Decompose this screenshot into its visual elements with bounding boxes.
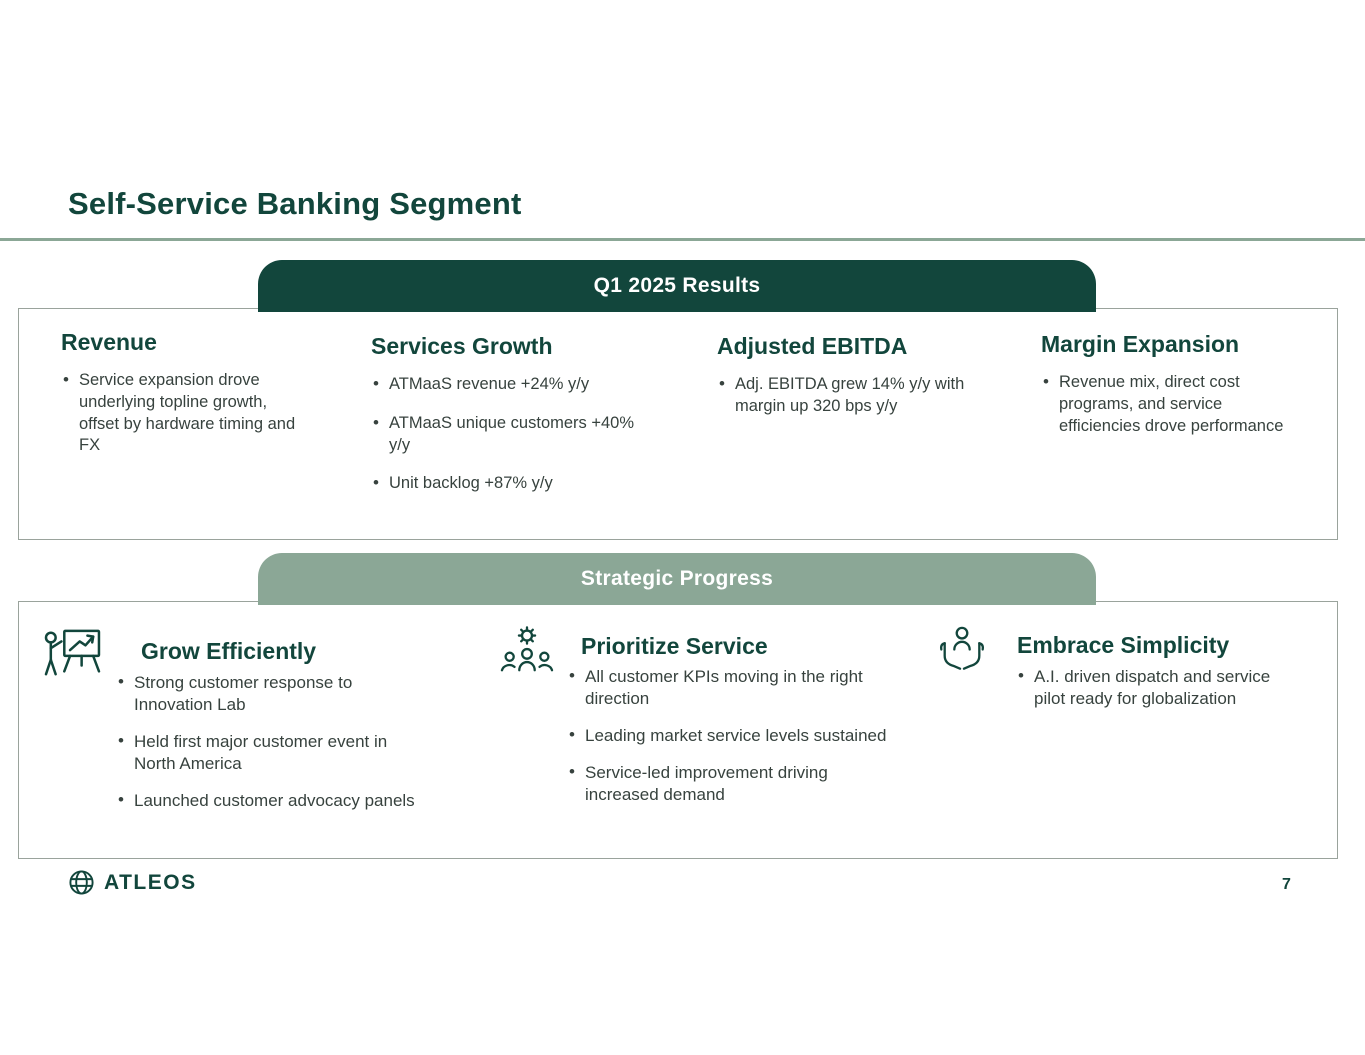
embrace-simplicity-bullets: A.I. driven dispatch and service pilot r… [1016,665,1276,725]
bullet-item: Leading market service levels sustained [567,724,897,747]
results-heading-adjusted-ebitda: Adjusted EBITDA [717,333,908,359]
progress-banner-label: Strategic Progress [580,567,774,590]
atleos-logo-text: ATLEOS [104,870,197,894]
results-heading-services-growth: Services Growth [371,333,553,359]
progress-banner: Strategic Progress [258,553,1096,605]
results-banner: Q1 2025 Results [258,260,1096,312]
bullet-item: Held first major customer event in North… [116,730,426,775]
results-column-revenue: Revenue Service expansion drove underlyi… [61,329,301,474]
bullet-item: Unit backlog +87% y/y [371,472,651,495]
title-divider [0,238,1365,241]
bullet-item: Adj. EBITDA grew 14% y/y with margin up … [717,373,989,418]
grow-efficiently-bullets: Strong customer response to Innovation L… [116,671,426,827]
bullet-item: Revenue mix, direct cost programs, and s… [1041,371,1293,437]
results-heading-revenue: Revenue [61,329,157,355]
margin-expansion-bullets: Revenue mix, direct cost programs, and s… [1041,371,1293,437]
presenter-chart-icon [41,627,103,679]
progress-panel: Grow Efficiently Strong customer respons… [18,601,1338,859]
services-growth-bullets: ATMaaS revenue +24% y/y ATMaaS unique cu… [371,373,651,495]
revenue-bullets: Service expansion drove underlying topli… [61,369,301,457]
prioritize-service-bullets: All customer KPIs moving in the right di… [567,665,897,821]
bullet-item: All customer KPIs moving in the right di… [567,665,897,710]
hands-holding-person-icon [931,624,993,674]
adjusted-ebitda-bullets: Adj. EBITDA grew 14% y/y with margin up … [717,373,989,418]
progress-heading-grow-efficiently: Grow Efficiently [141,638,317,664]
bullet-item: Strong customer response to Innovation L… [116,671,426,716]
bullet-item: Service-led improvement driving increase… [567,761,897,806]
people-gears-icon [498,624,556,676]
globe-icon [68,869,95,896]
progress-heading-embrace-simplicity: Embrace Simplicity [1017,632,1230,658]
page-number: 7 [1282,876,1291,893]
bullet-item: ATMaaS revenue +24% y/y [371,373,651,396]
results-column-adjusted-ebitda: Adjusted EBITDA Adj. EBITDA grew 14% y/y… [717,333,989,435]
bullet-item: A.I. driven dispatch and service pilot r… [1016,665,1276,710]
results-column-services-growth: Services Growth ATMaaS revenue +24% y/y … [371,333,651,512]
bullet-item: ATMaaS unique customers +40% y/y [371,412,651,457]
progress-heading-prioritize-service: Prioritize Service [581,633,768,659]
results-column-margin-expansion: Margin Expansion Revenue mix, direct cos… [1041,331,1293,454]
results-heading-margin-expansion: Margin Expansion [1041,331,1240,357]
results-panel: Revenue Service expansion drove underlyi… [18,308,1338,540]
slide-title: Self-Service Banking Segment [68,186,522,221]
atleos-logo: ATLEOS [68,869,197,896]
results-banner-label: Q1 2025 Results [593,274,761,297]
bullet-item: Service expansion drove underlying topli… [61,369,301,457]
bullet-item: Launched customer advocacy panels [116,789,426,812]
